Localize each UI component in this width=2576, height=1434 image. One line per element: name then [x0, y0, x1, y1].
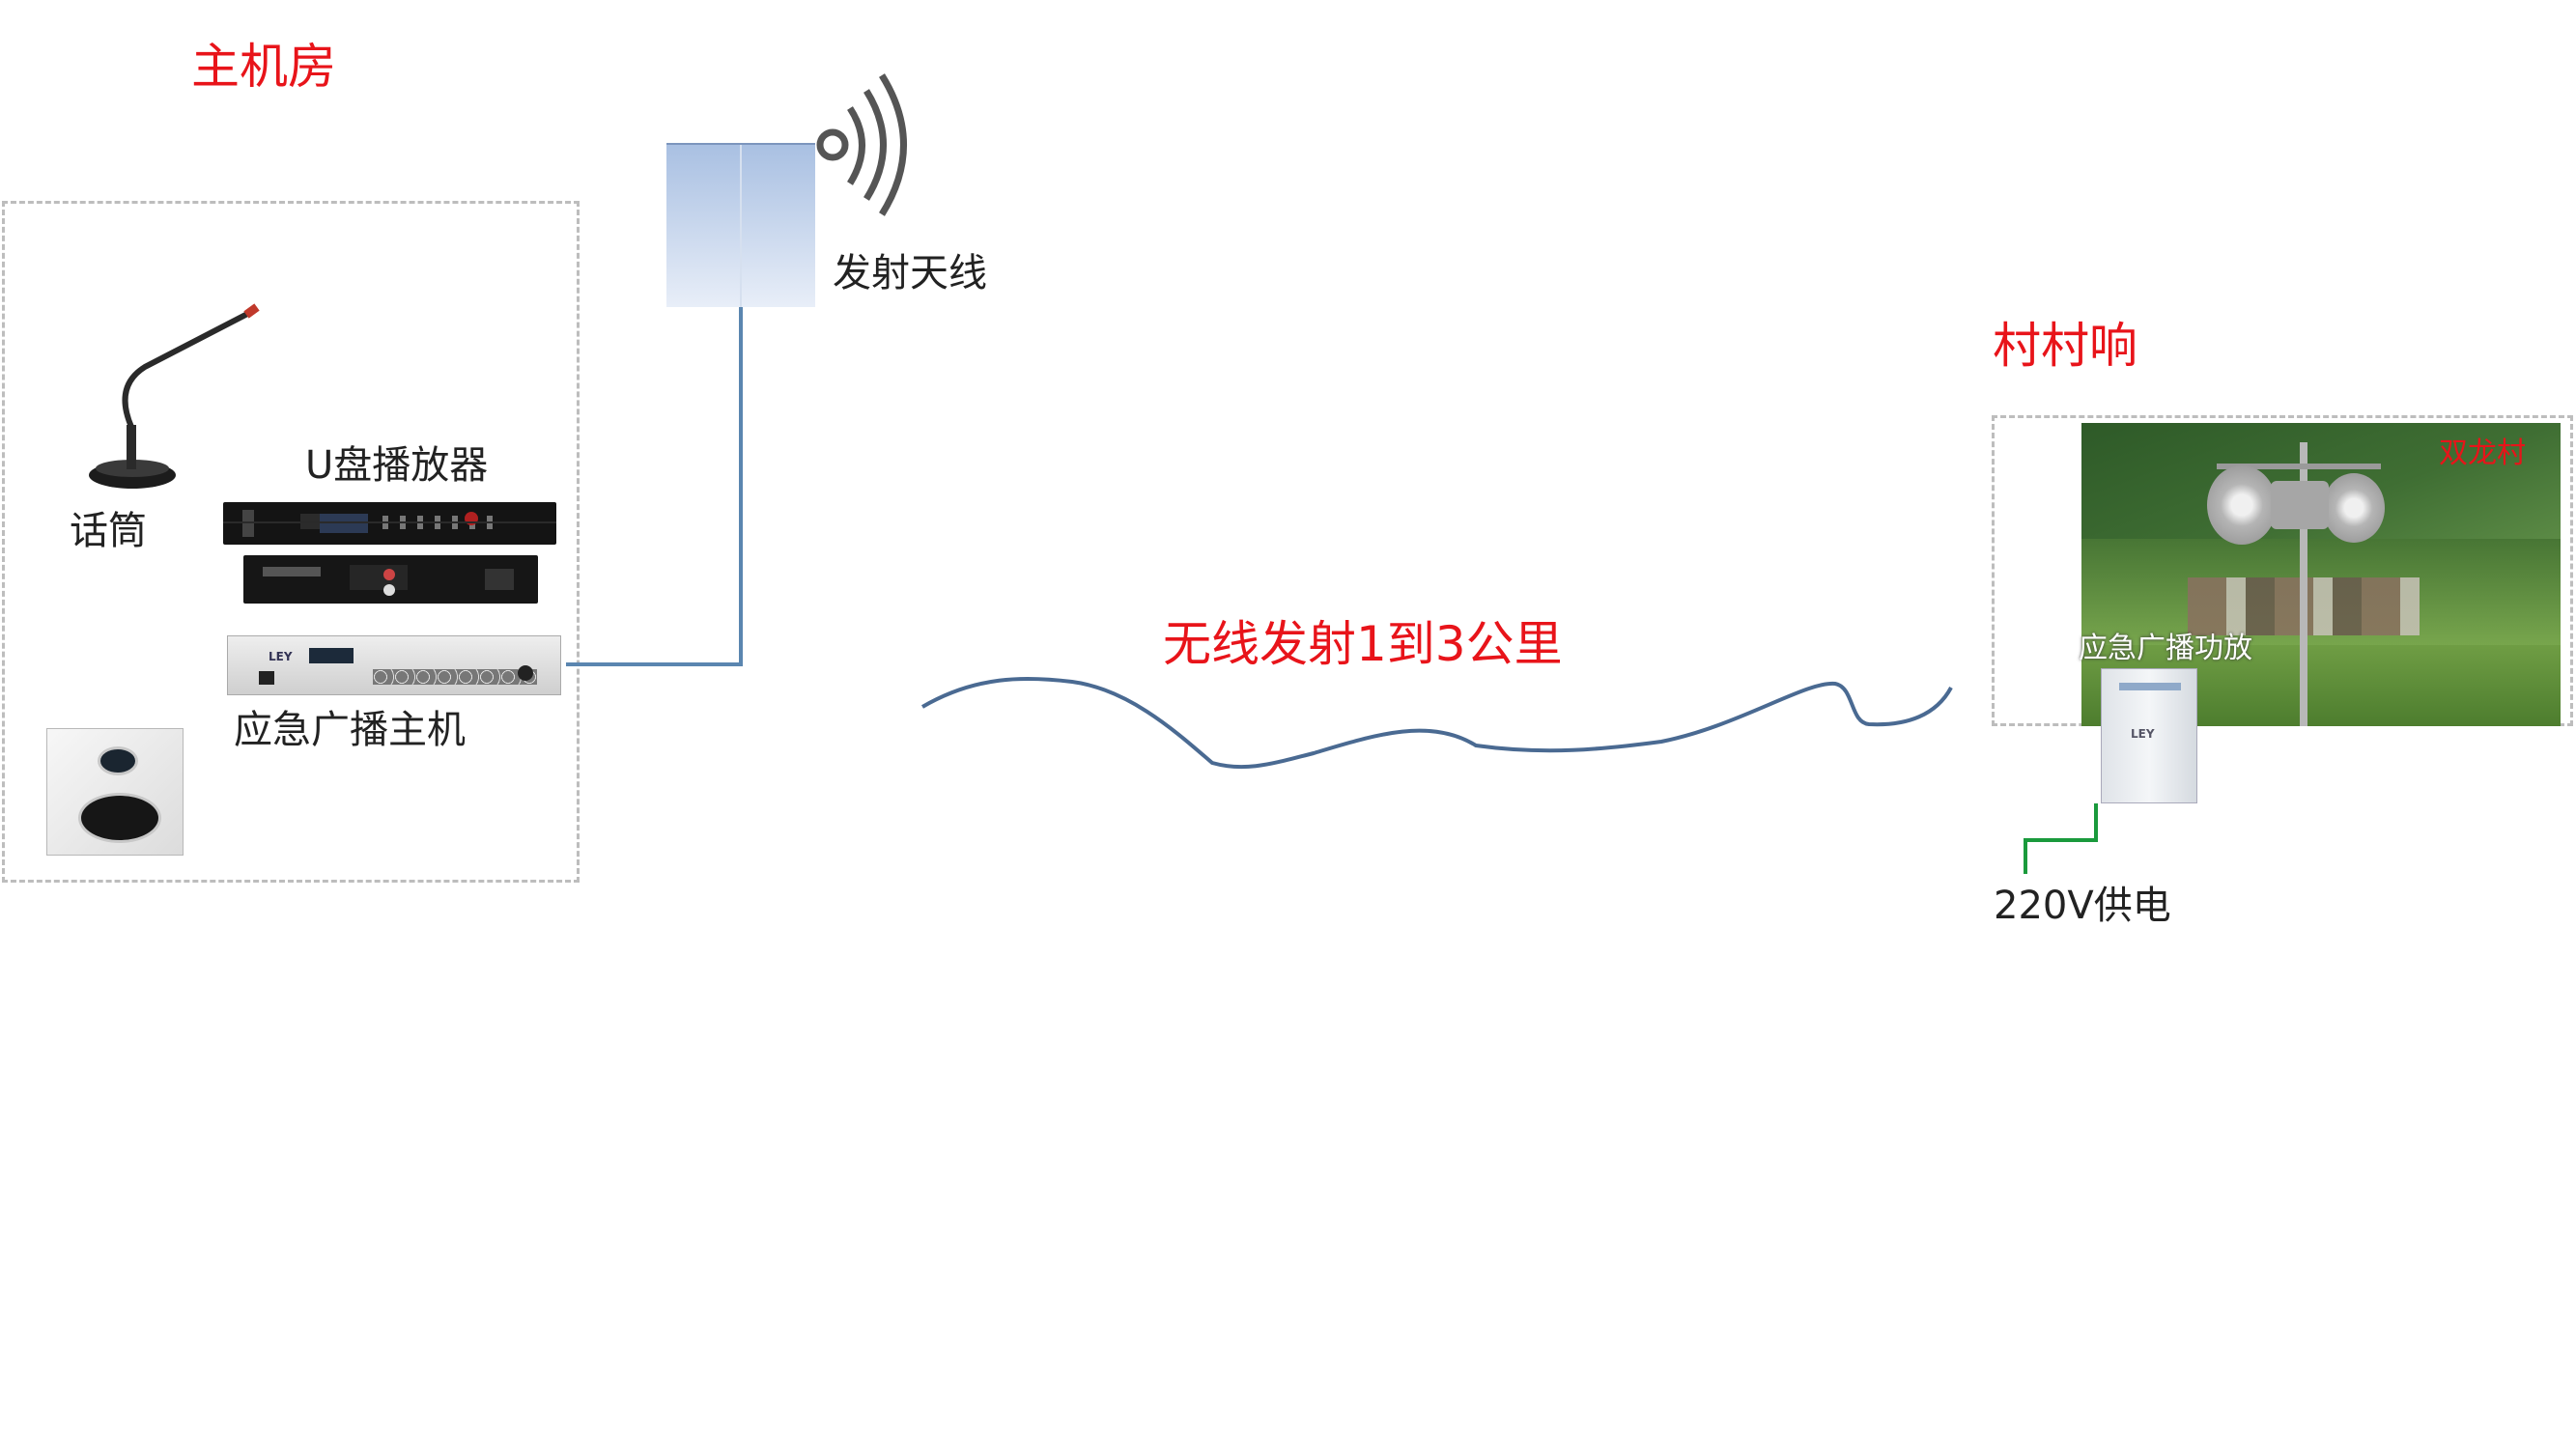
usb-player-device [223, 502, 556, 545]
amp-brand-label: LEY [2131, 727, 2155, 741]
wall-speaker-device [46, 728, 184, 856]
emergency-host-label: 应急广播主机 [234, 708, 466, 752]
emergency-amp-label: 应急广播功放 [2079, 632, 2252, 665]
emergency-amp-device: LEY [2101, 668, 2197, 803]
power-supply-label: 220V供电 [1994, 884, 2171, 928]
emergency-host-device: LEY [227, 635, 561, 695]
microphone-label: 话筒 [70, 509, 147, 553]
wireless-range-label: 无线发射1到3公里 [1163, 616, 1563, 672]
antenna-label: 发射天线 [833, 251, 987, 295]
control-room-title: 主机房 [191, 39, 336, 95]
usb-player-rear [243, 555, 538, 604]
village-system-title: 村村响 [1993, 318, 2137, 374]
village-name-label: 双龙村 [2439, 436, 2526, 470]
antenna-panel [666, 143, 815, 307]
usb-player-label: U盘播放器 [305, 443, 489, 488]
host-brand-label: LEY [269, 650, 293, 663]
